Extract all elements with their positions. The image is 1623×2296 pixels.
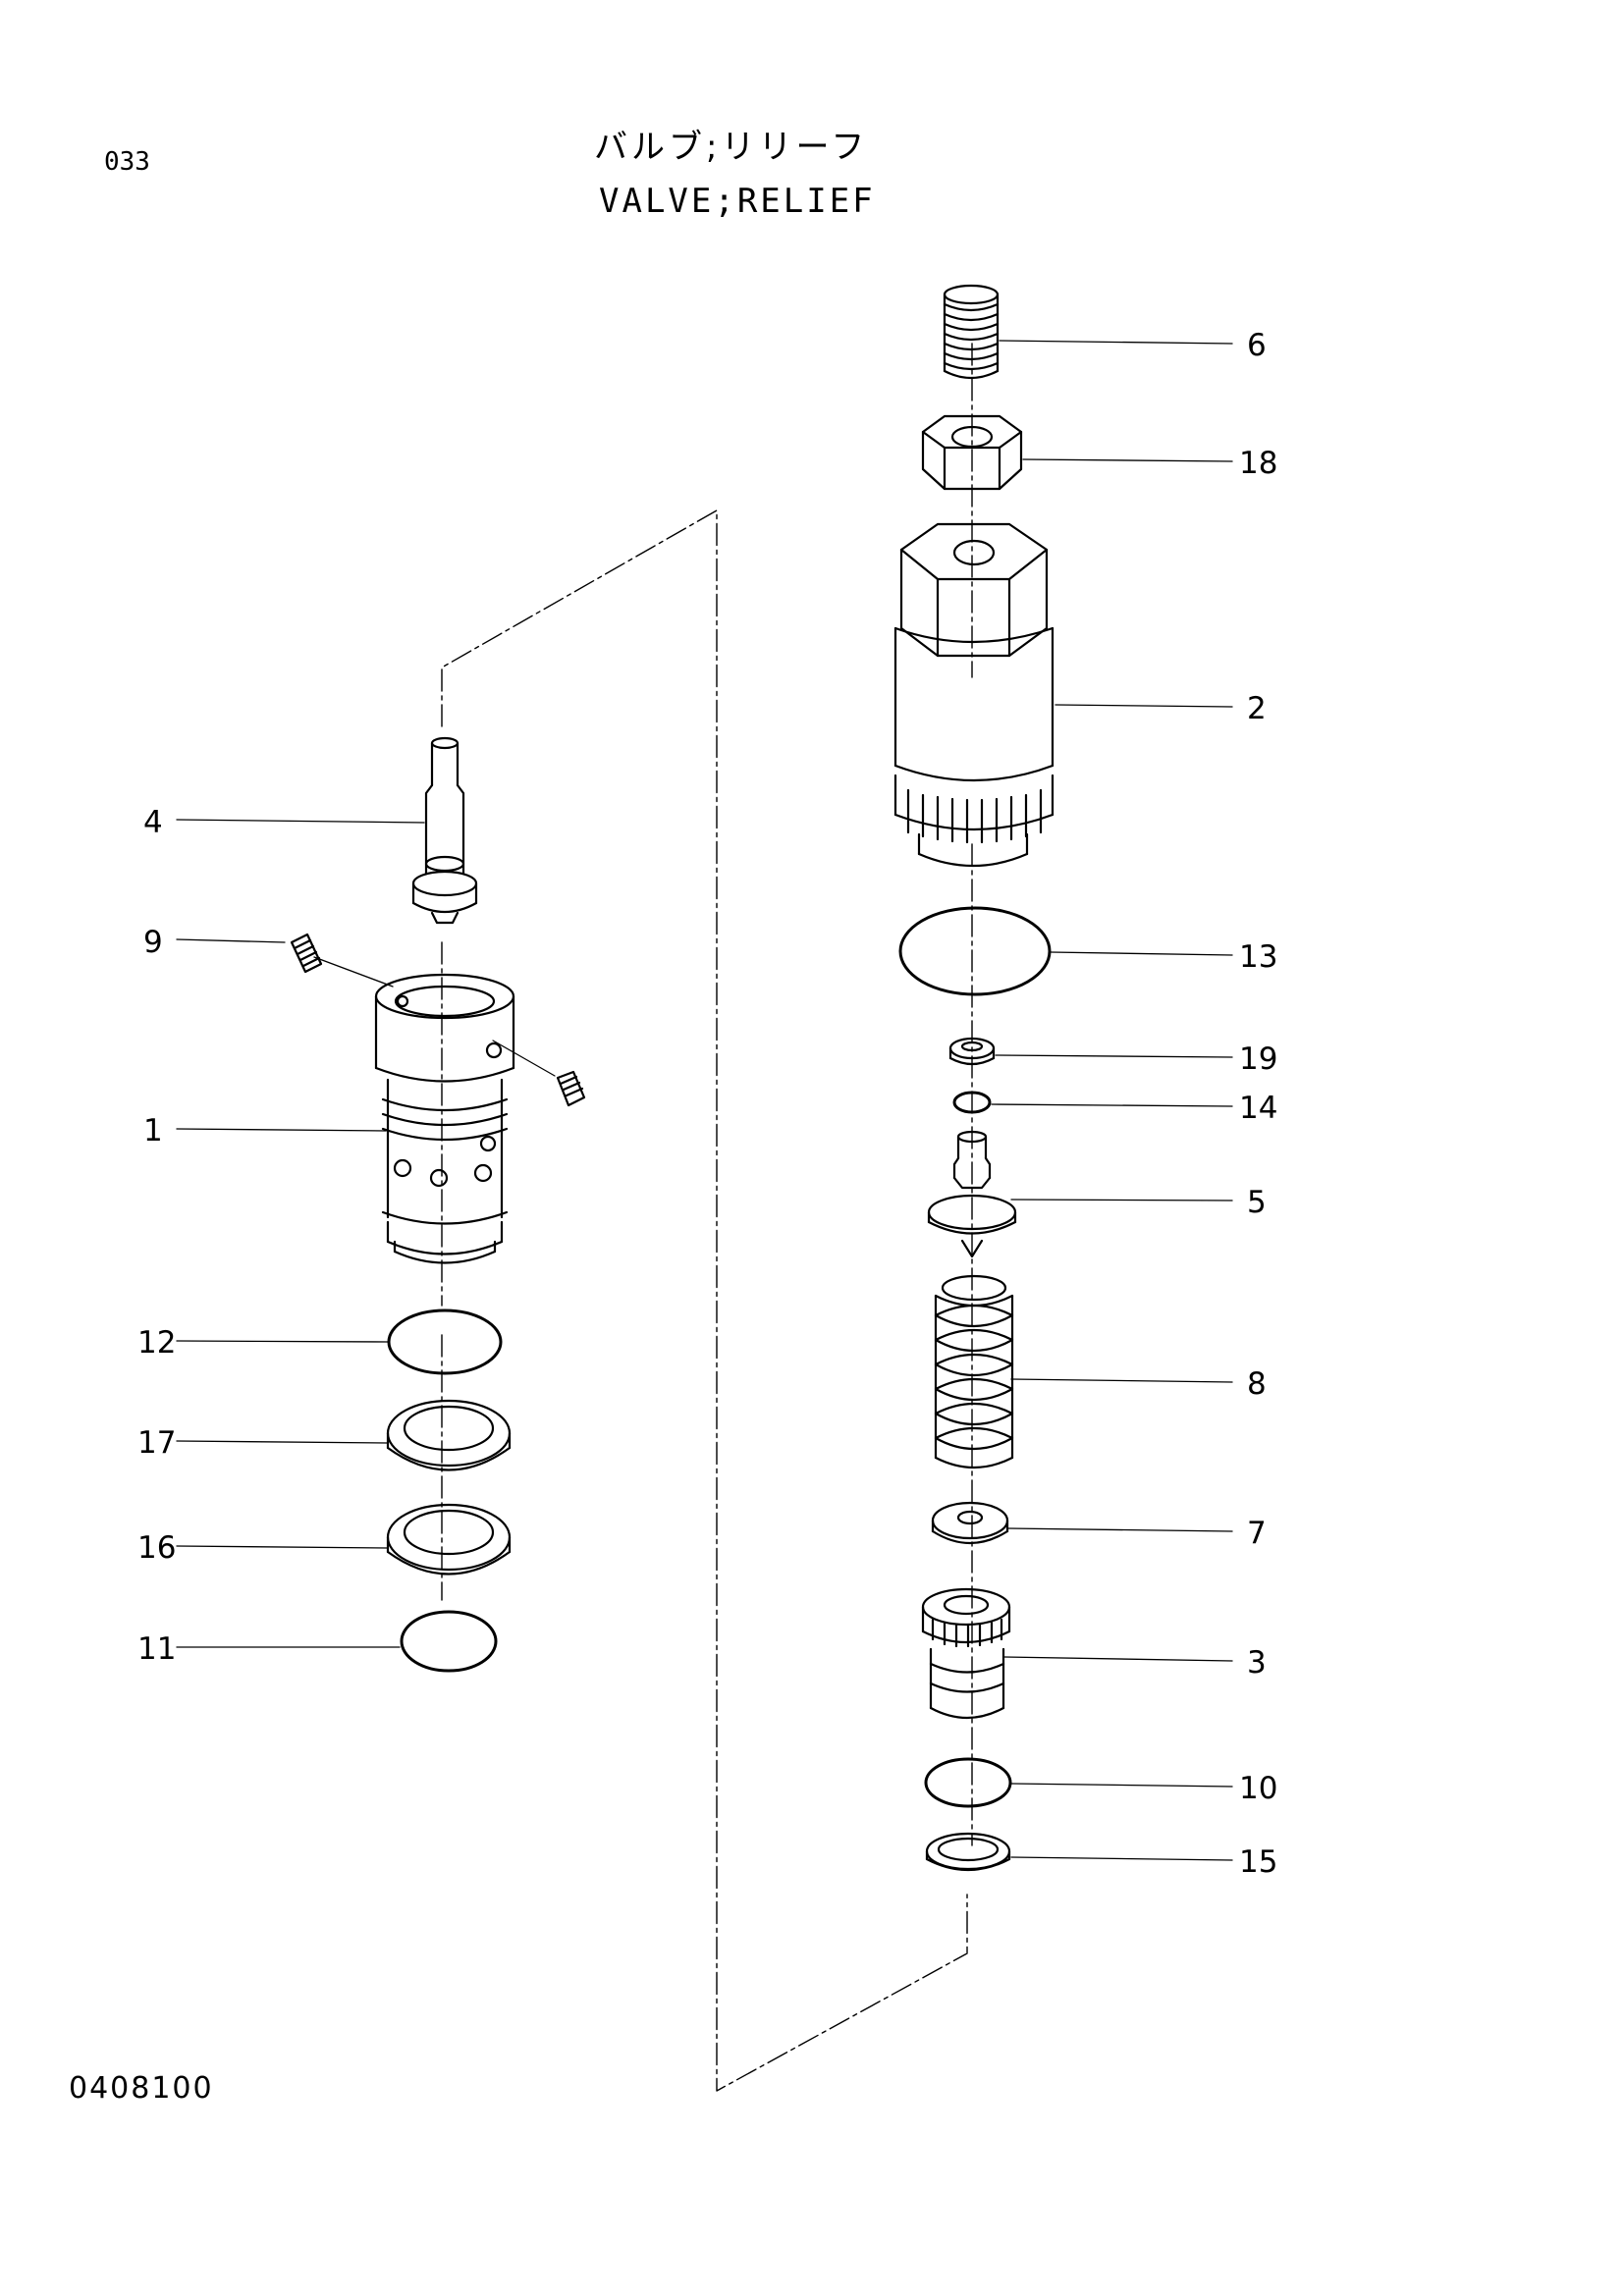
part-2-plug [893, 522, 1055, 868]
title-japanese: バルブ;リリーフ [594, 128, 869, 167]
part-18-lock-nut [921, 414, 1023, 491]
callout-14: 14 [1239, 1091, 1277, 1126]
part-9-set-screw [290, 933, 323, 974]
part-10-o-ring [924, 1757, 1012, 1808]
callout-4: 4 [143, 805, 163, 840]
part-1-valve-body [374, 973, 515, 1264]
assembly-connection-line [441, 343, 973, 2092]
part-9-set-screw-right [492, 1040, 586, 1107]
callout-11: 11 [137, 1631, 176, 1667]
callout-9: 9 [143, 925, 163, 960]
callout-19: 19 [1239, 1041, 1277, 1077]
callout-7: 7 [1247, 1516, 1267, 1551]
part-19-collar [948, 1037, 996, 1066]
leader-lines [176, 340, 1233, 1861]
callout-6: 6 [1247, 328, 1267, 363]
part-16-backup-ring [386, 1503, 512, 1575]
callout-12: 12 [137, 1325, 176, 1361]
part-3-seat [921, 1587, 1011, 1719]
callout-17: 17 [137, 1425, 176, 1461]
part-13-o-ring [898, 906, 1052, 996]
part-17-backup-ring [386, 1399, 512, 1471]
callout-16: 16 [137, 1530, 176, 1566]
drawing-number: 0408100 [69, 2071, 214, 2106]
part-4-poppet-stem [411, 736, 478, 925]
callout-numbers: 4 9 1 12 17 16 11 6 18 2 13 19 14 5 8 7 … [137, 328, 1277, 1880]
title-english: VALVE;RELIEF [599, 182, 876, 221]
page-code: 033 [104, 147, 150, 177]
part-11-o-ring [400, 1610, 498, 1673]
callout-1: 1 [143, 1113, 163, 1148]
callout-3: 3 [1247, 1645, 1267, 1681]
part-14-o-ring [952, 1091, 992, 1114]
callout-5: 5 [1247, 1185, 1267, 1220]
part-5-poppet [927, 1130, 1017, 1258]
callout-2: 2 [1247, 691, 1267, 726]
part-15-backup-ring [925, 1832, 1011, 1872]
part-8-spring [934, 1274, 1014, 1469]
callout-10: 10 [1239, 1771, 1277, 1806]
callout-8: 8 [1247, 1366, 1267, 1402]
part-12-o-ring [387, 1308, 503, 1375]
part-6-adjusting-screw [943, 284, 1000, 380]
part-7-washer [931, 1501, 1009, 1545]
callout-15: 15 [1239, 1844, 1277, 1880]
callout-18: 18 [1239, 446, 1277, 481]
callout-13: 13 [1239, 939, 1277, 975]
